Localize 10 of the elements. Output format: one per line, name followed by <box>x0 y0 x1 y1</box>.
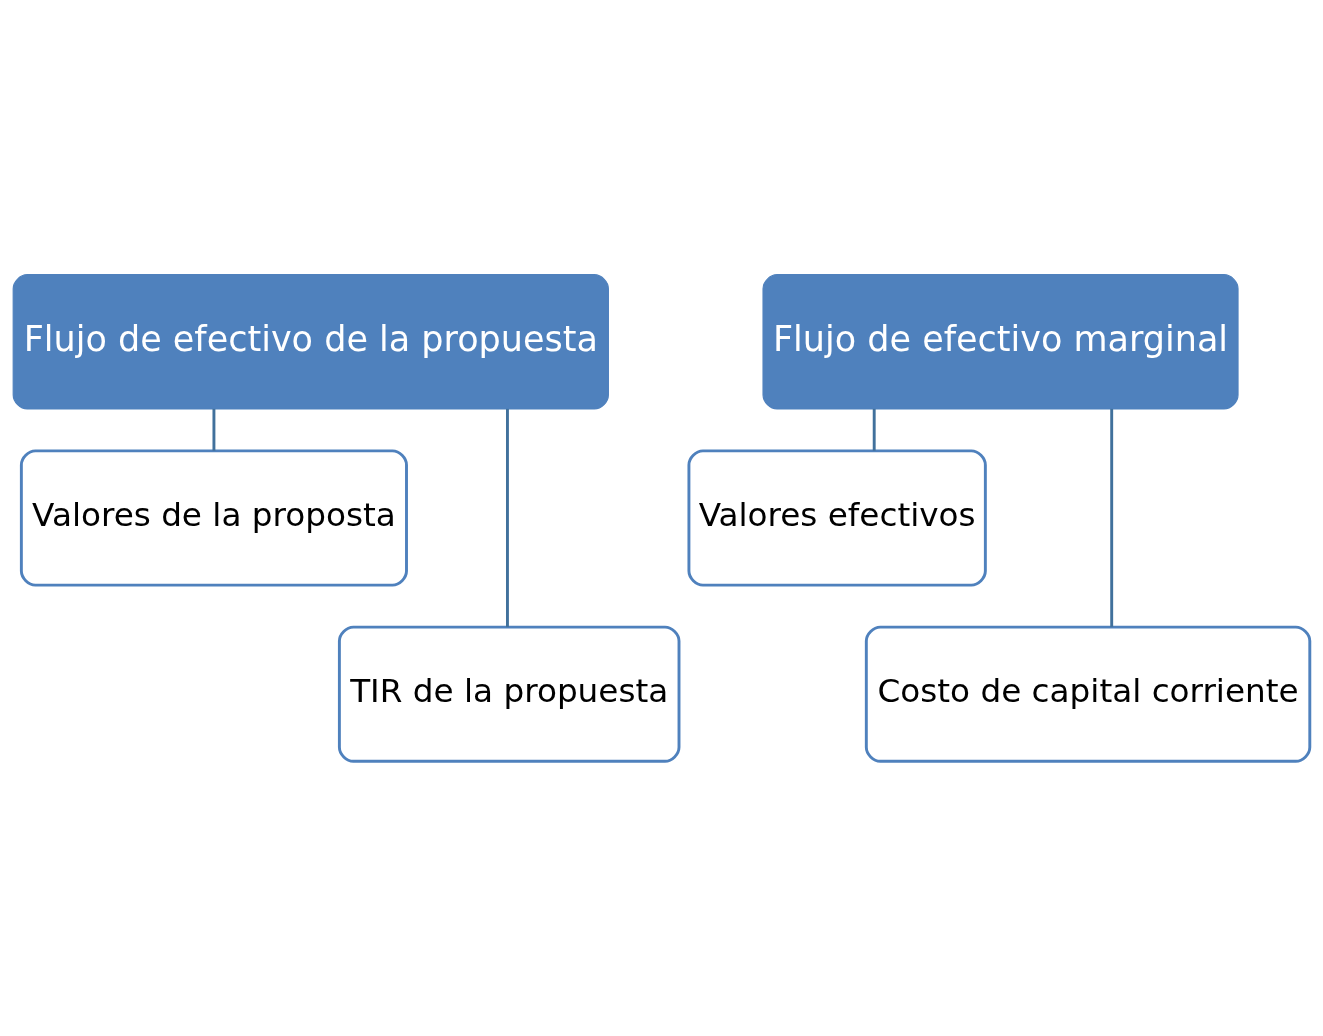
connector <box>872 408 876 451</box>
node-box: TIR de la propuesta <box>337 625 681 763</box>
node-box: Flujo de efectivo de la propuesta <box>12 274 609 410</box>
node-box: Flujo de efectivo marginal <box>762 274 1239 410</box>
connector <box>212 408 216 451</box>
connector <box>506 408 509 628</box>
node-box: Valores de la proposta <box>19 449 408 587</box>
connector <box>1110 408 1114 628</box>
node-box: Costo de capital corriente <box>864 625 1312 763</box>
node-box: Valores efectivos <box>687 449 987 587</box>
